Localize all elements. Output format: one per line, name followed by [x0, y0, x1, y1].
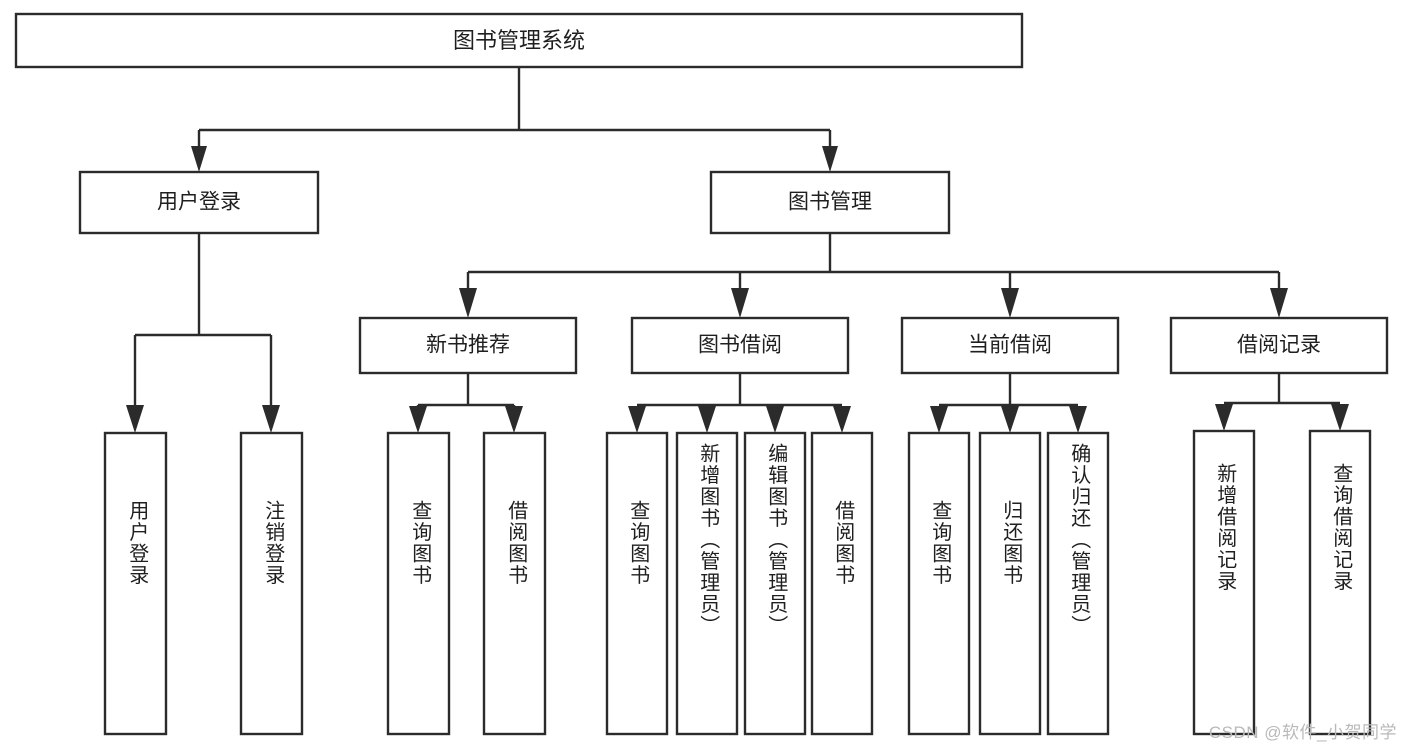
arrowhead-book-management [822, 146, 838, 172]
node-book-borrow[interactable]: 图书借阅 [630, 316, 850, 375]
arrowhead-book-borrow [731, 288, 749, 318]
node-book-borrow-box[interactable] [630, 316, 850, 375]
node-current-borrow[interactable]: 当前借阅 [900, 316, 1120, 375]
arrowhead-leaf-user-login [126, 405, 144, 433]
node-current-borrow-label: 当前借阅 [968, 334, 1052, 357]
node-root-label: 图书管理系统 [453, 28, 585, 53]
node-leaf-query-record-box[interactable] [1308, 429, 1372, 736]
node-book-management-box[interactable] [709, 170, 951, 235]
arrowhead-leaf-add-book [698, 406, 716, 433]
node-leaf-add-book-box[interactable] [675, 431, 739, 736]
arrowhead-leaf-edit-book [766, 406, 784, 433]
arrowhead-leaf-query-book-2 [628, 406, 646, 433]
arrowhead-user-login [191, 146, 207, 172]
node-borrow-record-box[interactable] [1169, 316, 1389, 375]
node-leaf-confirm-return-box[interactable] [1046, 431, 1110, 736]
node-leaf-borrow-book-2-box[interactable] [810, 431, 874, 736]
node-user-login[interactable]: 用户登录 [78, 170, 320, 235]
node-leaf-query-book-2-box[interactable] [605, 431, 669, 736]
node-new-book-recommend-label: 新书推荐 [426, 334, 510, 357]
node-root[interactable]: 图书管理系统 [14, 12, 1024, 69]
node-book-borrow-label: 图书借阅 [698, 334, 782, 357]
node-new-book-recommend-box[interactable] [358, 316, 578, 375]
arrowhead-leaf-user-logout [262, 405, 280, 433]
node-leaf-query-book-1-box[interactable] [386, 431, 451, 736]
node-user-login-box[interactable] [78, 170, 320, 235]
node-leaf-edit-book-box[interactable] [743, 431, 807, 736]
node-borrow-record[interactable]: 借阅记录 [1169, 316, 1389, 375]
node-book-management-label: 图书管理 [788, 191, 872, 214]
arrowhead-leaf-query-record [1331, 404, 1349, 431]
arrowhead-leaf-add-record [1215, 404, 1233, 431]
node-user-login-label: 用户登录 [157, 191, 241, 214]
node-leaf-user-logout-box[interactable] [239, 431, 304, 736]
arrowhead-leaf-borrow-book-2 [833, 406, 851, 433]
node-root-box[interactable] [14, 12, 1024, 69]
arrowhead-new-book-recommend [459, 288, 477, 318]
node-leaf-query-book-3-box[interactable] [907, 431, 971, 736]
node-new-book-recommend[interactable]: 新书推荐 [358, 316, 578, 375]
arrowhead-leaf-query-book-1 [409, 406, 427, 433]
node-leaf-borrow-book-1-box[interactable] [482, 431, 547, 736]
arrowhead-leaf-confirm-return [1069, 406, 1087, 433]
node-current-borrow-box[interactable] [900, 316, 1120, 375]
arrowhead-leaf-query-book-3 [930, 406, 948, 433]
arrowhead-leaf-return-book [1001, 406, 1019, 433]
csdn-watermark: CSDN @软件_小贺同学 [1208, 723, 1397, 742]
node-book-management[interactable]: 图书管理 [709, 170, 951, 235]
arrowhead-borrow-record [1270, 288, 1288, 318]
node-leaf-add-record-box[interactable] [1192, 429, 1256, 736]
node-leaf-return-book-box[interactable] [978, 431, 1042, 736]
node-leaf-user-login-box[interactable] [103, 431, 168, 736]
arrowhead-current-borrow [1001, 288, 1019, 318]
node-borrow-record-label: 借阅记录 [1237, 334, 1321, 357]
connector-layer [126, 67, 1349, 433]
arrowhead-leaf-borrow-book-1 [505, 406, 523, 433]
